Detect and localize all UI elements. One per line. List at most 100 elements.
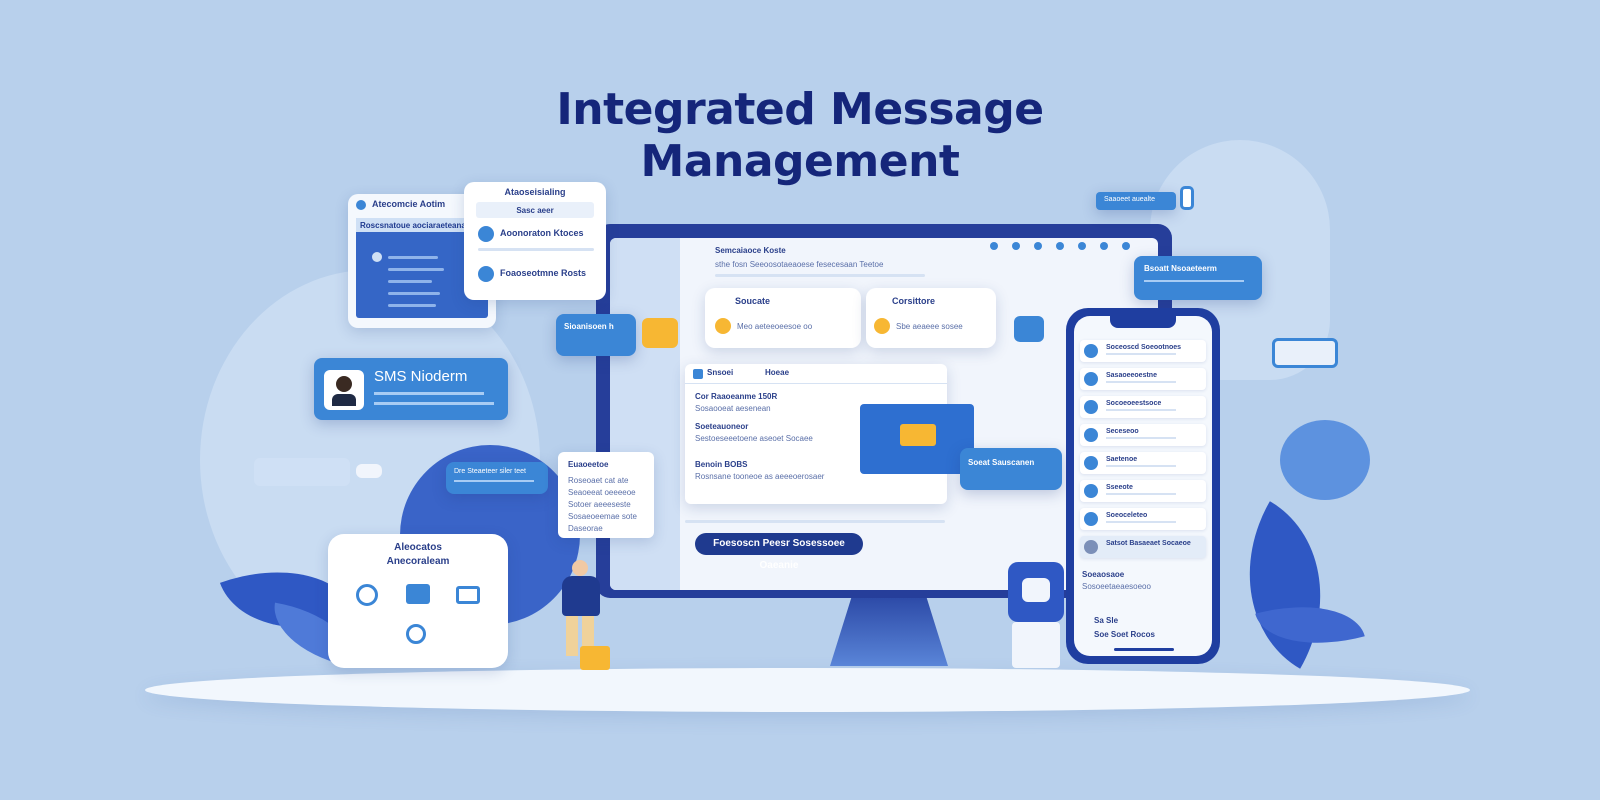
folder-icon[interactable] bbox=[406, 584, 430, 604]
card-title: Ataoseisialing bbox=[504, 187, 566, 197]
card-title: Atecomcie Aotim bbox=[372, 199, 446, 209]
row-label: Seceseoo bbox=[1106, 428, 1139, 435]
phone-row[interactable]: Sasaoeeoestne bbox=[1080, 368, 1206, 390]
avatar bbox=[324, 370, 364, 410]
top-right-badge: Saaoeet auealte bbox=[1096, 192, 1176, 210]
phone-row[interactable]: Sseeote bbox=[1080, 480, 1206, 502]
toolbar-dot-icon[interactable] bbox=[1056, 242, 1064, 250]
notice-card: Ataoseisialing Sasc aeer Aoonoraton Ktoc… bbox=[464, 182, 606, 300]
toolbar-dot-icon[interactable] bbox=[1122, 242, 1130, 250]
lock-icon bbox=[1022, 578, 1050, 602]
folder-prop bbox=[580, 646, 610, 670]
phone-row[interactable]: Soceoscd Soeootnoes bbox=[1080, 340, 1206, 362]
tile-title: Soucate bbox=[735, 296, 771, 306]
leaf-right-2 bbox=[1280, 420, 1370, 500]
row-icon bbox=[1084, 400, 1098, 414]
person-figure bbox=[556, 560, 606, 660]
phone-notch bbox=[1110, 316, 1176, 328]
phone-row[interactable]: Socoeoeestsoce bbox=[1080, 396, 1206, 418]
panel-tab-icon[interactable] bbox=[693, 369, 703, 379]
phone-lower-label: Soe Soet Rocos bbox=[1094, 630, 1155, 639]
screen-divider bbox=[685, 520, 945, 523]
panel-item-title: Soeteauoneor bbox=[695, 422, 749, 431]
envelope-icon bbox=[860, 404, 974, 474]
mail-icon[interactable] bbox=[1014, 316, 1044, 342]
bubble-title: Soeat Sauscanen bbox=[968, 458, 1035, 467]
tile-icon bbox=[874, 318, 890, 334]
location-icon[interactable] bbox=[406, 624, 426, 644]
primary-action-button[interactable]: Foesoscn Peesr Sosessoee Oaeanie bbox=[695, 533, 863, 571]
screen-tile-2[interactable]: Corsittore Sbe aeaeee sosee bbox=[866, 288, 996, 348]
sms-modem-card[interactable]: SMS Nioderm bbox=[314, 358, 508, 420]
right-chat-bubble: Soeat Sauscanen bbox=[960, 448, 1062, 490]
panel-tab-1[interactable]: Snsoei bbox=[707, 368, 734, 377]
panel-item-title: Benoin BOBS bbox=[695, 460, 748, 469]
leaf-right-1 bbox=[1204, 501, 1366, 669]
row-label: Sseeote bbox=[1106, 484, 1133, 491]
phone-lower-label: Sa Sle bbox=[1094, 616, 1119, 625]
toolbar-dot-icon[interactable] bbox=[1100, 242, 1108, 250]
toggle-icon[interactable] bbox=[1180, 186, 1194, 210]
toolbar-dot-icon[interactable] bbox=[1012, 242, 1020, 250]
title-line-1: Integrated Message bbox=[556, 84, 1044, 135]
tile-icon bbox=[715, 318, 731, 334]
toolbar-dot-icon[interactable] bbox=[1078, 242, 1086, 250]
notes-line: Daseorae bbox=[568, 524, 603, 533]
panel-item-sub: Sestoeseeetoene aseoet Socaee bbox=[695, 434, 813, 443]
phone-row[interactable]: Soeoceleteo bbox=[1080, 508, 1206, 530]
notes-line: Roseoaet cat ate bbox=[568, 476, 629, 485]
card-header: Roscsnatoue aociaraeteanan bbox=[360, 221, 471, 230]
phone-row[interactable]: Saetenoe bbox=[1080, 452, 1206, 474]
card-bar: Sasc aeer bbox=[516, 206, 554, 215]
pill-decor bbox=[254, 458, 350, 486]
panel-item-title: Cor Raaoeanme 150R bbox=[695, 392, 778, 401]
toolbar-dot-icon[interactable] bbox=[990, 242, 998, 250]
screen-toolbar bbox=[990, 242, 1140, 252]
ground-platform bbox=[145, 668, 1470, 712]
tile-sub: Sbe aeaeee sosee bbox=[896, 322, 963, 331]
row-label: Sasaoeeoestne bbox=[1106, 372, 1157, 379]
phone-lower-label: Soeaosaoe bbox=[1082, 570, 1125, 579]
row-icon bbox=[1084, 512, 1098, 526]
notes-line: Sosaeoeemae sote bbox=[568, 512, 637, 521]
home-indicator[interactable] bbox=[1114, 648, 1174, 651]
row-icon bbox=[1084, 456, 1098, 470]
notice-item-1[interactable]: Aoonoraton Ktoces bbox=[500, 228, 584, 238]
notes-line: Sotoer aeeeseste bbox=[568, 500, 631, 509]
row-label: Satsot Basaeaet Socaeoe bbox=[1106, 540, 1191, 547]
screen-header: Semcaiaoce Koste bbox=[715, 246, 786, 255]
row-label: Socoeoeestsoce bbox=[1106, 400, 1162, 407]
row-label: Soeoceleteo bbox=[1106, 512, 1148, 519]
right-blue-card: Bsoatt Nsoaeteerm bbox=[1134, 256, 1262, 300]
grid-icon[interactable] bbox=[456, 586, 480, 604]
card-title: Aleocatos bbox=[394, 542, 442, 553]
notes-card: Euaoeetoe Roseoaet cat ate Seaoeeat oeee… bbox=[558, 452, 654, 538]
lock-device bbox=[1008, 562, 1064, 670]
phone-row[interactable]: Seceseoo bbox=[1080, 424, 1206, 446]
panel-tab-2[interactable]: Hoeae bbox=[765, 368, 790, 377]
toolbar-dot-icon[interactable] bbox=[1034, 242, 1042, 250]
item-icon bbox=[478, 226, 494, 242]
tile-sub: Meo aeteeoeesoe oo bbox=[737, 322, 813, 331]
card-dot-icon bbox=[356, 200, 366, 210]
pill-decor-small bbox=[356, 464, 382, 478]
sync-icon[interactable] bbox=[356, 584, 378, 606]
screen-tile-1[interactable]: Soucate Meo aeteeoeesoe oo bbox=[705, 288, 861, 348]
chat-icon bbox=[642, 318, 678, 348]
bottom-left-card: Aleocatos Anecoraleam bbox=[328, 534, 508, 668]
row-label: Soceoscd Soeootnoes bbox=[1106, 344, 1182, 351]
panel-item-sub: Sosaooeat aesenean bbox=[695, 404, 771, 413]
notice-item-2[interactable]: Foaoseotmne Rosts bbox=[500, 268, 587, 278]
row-icon bbox=[1084, 372, 1098, 386]
tile-title: Corsittore bbox=[892, 296, 936, 306]
screen-divider bbox=[715, 274, 925, 277]
monitor-stand bbox=[830, 598, 948, 666]
phone-row[interactable]: Satsot Basaeaet Socaeoe bbox=[1080, 536, 1206, 558]
sms-title: SMS Nioderm bbox=[374, 368, 468, 385]
notes-title: Euaoeetoe bbox=[568, 460, 609, 469]
list-dot-icon bbox=[372, 252, 382, 262]
screen-subheader: sthe fosn Seeoosotaeaoese fesecesaan Tee… bbox=[715, 260, 884, 269]
mid-chat-bubble: Dre Steaeteer siler teet bbox=[446, 462, 548, 494]
row-icon bbox=[1084, 344, 1098, 358]
bubble-title: Sioanisoen h bbox=[564, 322, 614, 331]
